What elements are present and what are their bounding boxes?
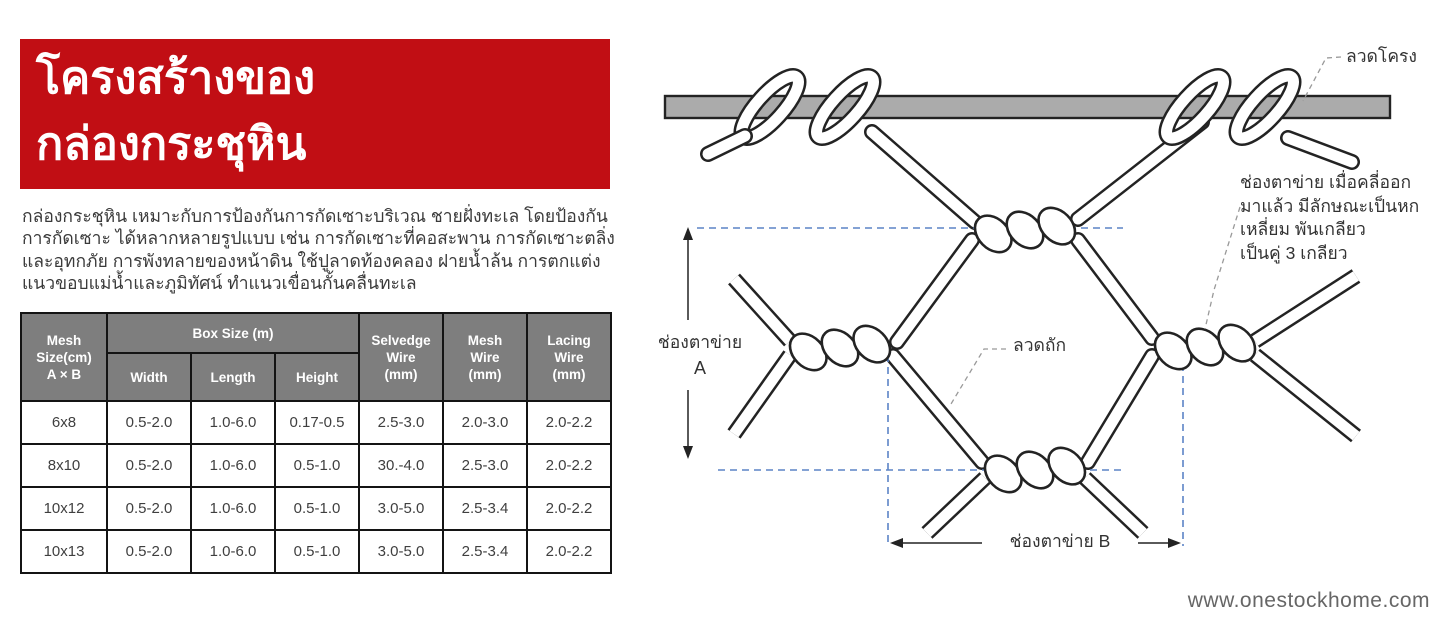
- cell-height: 0.5-1.0: [274, 486, 360, 531]
- mesh-note-line: เป็นคู่ 3 เกลียว: [1240, 242, 1348, 263]
- frame-wire-label: ลวดโครง: [1346, 46, 1417, 66]
- description-line: การกัดเซาะ ได้หลากหลายรูปแบบ เช่น การกัด…: [22, 228, 615, 249]
- col-header-width: Width: [106, 352, 192, 402]
- cell-lacing: 2.0-2.2: [526, 529, 612, 574]
- cell-selvedge: 2.5-3.0: [358, 400, 444, 445]
- cell-length: 1.0-6.0: [190, 400, 276, 445]
- twist-joint-right: [1153, 323, 1257, 371]
- mesh-note: ช่องตาข่าย เมื่อคลี่ออก มาแล้ว มีลักษณะเ…: [1240, 171, 1435, 265]
- table-row: 6x8 0.5-2.0 1.0-6.0 0.17-0.5 2.5-3.0 2.0…: [20, 400, 612, 445]
- cell-length: 1.0-6.0: [190, 443, 276, 488]
- table-row: 10x13 0.5-2.0 1.0-6.0 0.5-1.0 3.0-5.0 2.…: [20, 529, 612, 574]
- col-header-mesh-wire: Mesh Wire (mm): [442, 312, 528, 402]
- cell-selvedge: 3.0-5.0: [358, 486, 444, 531]
- twist-joint-top: [973, 206, 1077, 254]
- cell-length: 1.0-6.0: [190, 529, 276, 574]
- cell-height: 0.5-1.0: [274, 529, 360, 574]
- col-header-height: Height: [274, 352, 360, 402]
- website-url: www.onestockhome.com: [1187, 589, 1430, 612]
- cell-selvedge: 30.-4.0: [358, 443, 444, 488]
- cell-mesh-wire: 2.5-3.4: [442, 529, 528, 574]
- col-header-length: Length: [190, 352, 276, 402]
- col-header-mesh-size: Mesh Size(cm) A × B: [20, 312, 108, 402]
- col-header-selvedge-wire: Selvedge Wire (mm): [358, 312, 444, 402]
- cell-mesh-size: 8x10: [20, 443, 108, 488]
- cell-width: 0.5-2.0: [106, 400, 192, 445]
- col-header-lacing-wire: Lacing Wire (mm): [526, 312, 612, 402]
- bar-wrap-loop: [1161, 70, 1229, 144]
- mesh-note-line: เหลี่ยม พันเกลียว: [1240, 219, 1366, 239]
- cell-width: 0.5-2.0: [106, 443, 192, 488]
- twist-joint-left: [788, 324, 892, 372]
- cell-mesh-wire: 2.0-3.0: [442, 400, 528, 445]
- cell-lacing: 2.0-2.2: [526, 400, 612, 445]
- spec-table: Mesh Size(cm) A × B Box Size (m) Selvedg…: [20, 312, 612, 574]
- cell-selvedge: 3.0-5.0: [358, 529, 444, 574]
- col-header-box-size: Box Size (m): [106, 312, 360, 354]
- dimension-a-arrow: [683, 227, 693, 459]
- bar-wrap-loop: [811, 70, 879, 144]
- cell-width: 0.5-2.0: [106, 486, 192, 531]
- leader-lines: [950, 56, 1342, 405]
- dimension-a-letter: A: [693, 357, 706, 378]
- bar-wrap-loop: [1231, 70, 1299, 144]
- description-paragraph: กล่องกระชุหิน เหมาะกับการป้องกันการกัดเซ…: [22, 205, 627, 295]
- cell-mesh-wire: 2.5-3.0: [442, 443, 528, 488]
- dimension-a-text: ช่องตาข่าย: [657, 332, 743, 352]
- page-title-line2: กล่องกระชุหิน: [36, 118, 307, 169]
- dimension-b-arrow: [890, 538, 1181, 548]
- leader-woven-wire: [950, 348, 1006, 405]
- cell-mesh-wire: 2.5-3.4: [442, 486, 528, 531]
- table-row: 10x12 0.5-2.0 1.0-6.0 0.5-1.0 3.0-5.0 2.…: [20, 486, 612, 531]
- cell-mesh-size: 10x13: [20, 529, 108, 574]
- twist-joint-bottom: [983, 446, 1087, 494]
- dimension-a-label: ช่องตาข่าย A: [642, 331, 758, 380]
- mesh-note-line: มาแล้ว มีลักษณะเป็นหก: [1240, 195, 1420, 216]
- cell-height: 0.5-1.0: [274, 443, 360, 488]
- dimension-b-label: ช่องตาข่าย B: [1009, 531, 1111, 551]
- page-title-line1: โครงสร้างของ: [36, 52, 316, 103]
- title-banner: โครงสร้างของ กล่องกระชุหิน: [20, 39, 610, 189]
- wire-mesh-diagram: [663, 56, 1392, 548]
- description-line: และอุทกภัย การพังทลายของหน้าดิน ใช้ปูลาด…: [22, 250, 601, 271]
- description-line: กล่องกระชุหิน เหมาะกับการป้องกันการกัดเซ…: [22, 206, 608, 226]
- cell-mesh-size: 6x8: [20, 400, 108, 445]
- cell-mesh-size: 10x12: [20, 486, 108, 531]
- cell-width: 0.5-2.0: [106, 529, 192, 574]
- cell-lacing: 2.0-2.2: [526, 486, 612, 531]
- mesh-wires: [700, 68, 1362, 539]
- table-row: 8x10 0.5-2.0 1.0-6.0 0.5-1.0 30.-4.0 2.5…: [20, 443, 612, 488]
- woven-wire-label: ลวดถัก: [1013, 335, 1067, 355]
- cell-height: 0.17-0.5: [274, 400, 360, 445]
- leader-mesh-note: [1204, 206, 1241, 330]
- cell-length: 1.0-6.0: [190, 486, 276, 531]
- leader-frame-wire: [1302, 56, 1342, 102]
- cell-lacing: 2.0-2.2: [526, 443, 612, 488]
- description-line: แนวขอบแม่น้ำและภูมิทัศน์ ทำแนวเขื่อนกั้น…: [22, 273, 417, 294]
- mesh-note-line: ช่องตาข่าย เมื่อคลี่ออก: [1240, 172, 1412, 192]
